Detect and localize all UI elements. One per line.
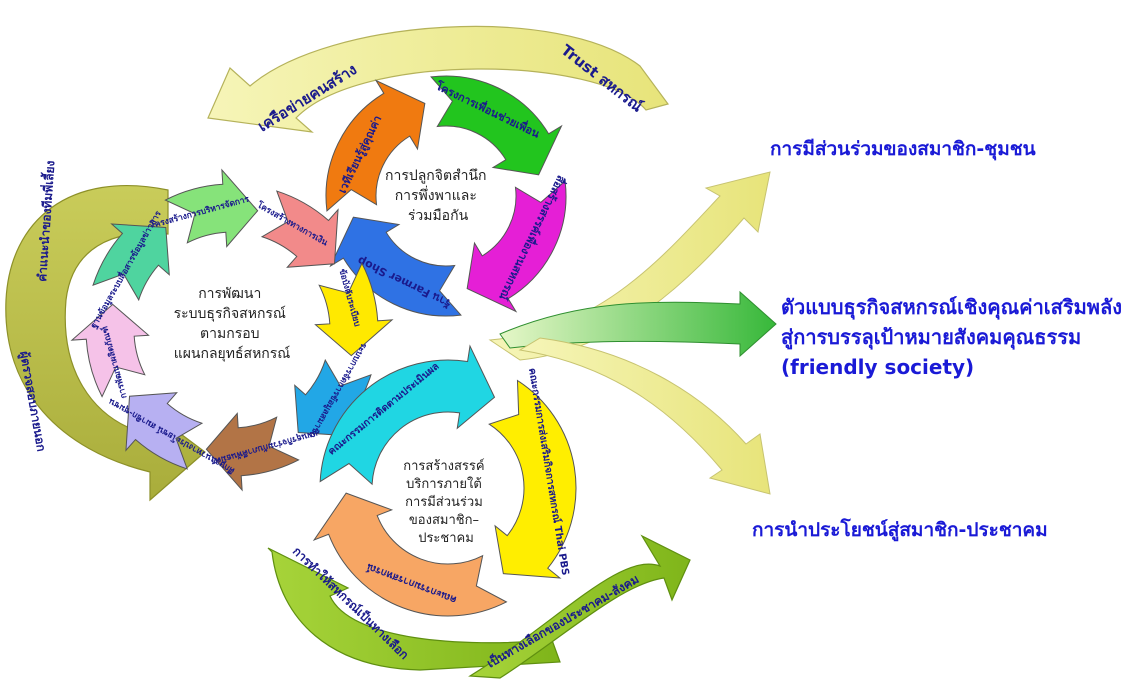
ring-top-segment-0: [325, 79, 426, 212]
ring-bottom-segment-0: [488, 379, 577, 579]
ring-left-segment-4: [205, 412, 300, 492]
ring-left-segment-0: [164, 168, 259, 248]
outcome-bottom-text: การนำประโยชน์สู่สมาชิก-ประชาคม: [752, 519, 1048, 541]
ring-top-segment-2: [466, 180, 567, 313]
outer-arrow-bottom-right: [468, 534, 691, 679]
ring-top-segment-3: [329, 216, 462, 317]
ring-bottom-segment-1: [312, 492, 508, 617]
outcome-middle-line-3: (friendly society): [781, 355, 975, 379]
outcome-middle-text: ตัวแบบธุรกิจสหกรณ์เชิงคุณค่าเสริมพลัง สู…: [781, 292, 1122, 382]
ring-left-segment-2: [314, 262, 394, 357]
ring-left-segment-1: [260, 190, 339, 268]
outer-bottom-label-2: เป็นทางเลือกของประชาคม-สังคม: [484, 571, 641, 671]
ring-left-segment-7: [92, 223, 170, 302]
cycle-top-center: การปลูกจิตสำนึก การพึ่งพาและ ร่วมมือกัน: [385, 168, 491, 224]
outcome-middle-line-2: สู่การบรรลุเป้าหมายสังคมคุณธรรม: [781, 325, 1082, 349]
outer-arrow-top: [207, 25, 670, 133]
outcome-top-text: การมีส่วนร่วมของสมาชิก-ชุมชน: [770, 138, 1036, 160]
ring-left-segment-5: [125, 392, 204, 470]
cycle-bottom-center: การสร้างสรรค์ บริการภายใต้ การมีส่วนร่วม…: [403, 458, 488, 546]
ring-left-segment-6: [70, 303, 150, 398]
ring-bottom-segment-2: [319, 344, 496, 486]
ring-top-segment-1: [430, 75, 563, 176]
outcome-arrow-bottom: [518, 337, 771, 495]
outcome-arrow-middle: [499, 290, 777, 358]
outcome-middle-line-1: ตัวแบบธุรกิจสหกรณ์เชิงคุณค่าเสริมพลัง: [781, 295, 1122, 319]
cycle-left-center: การพัฒนา ระบบธุรกิจสหกรณ์ ตามกรอบ แผนกลย…: [174, 286, 291, 362]
